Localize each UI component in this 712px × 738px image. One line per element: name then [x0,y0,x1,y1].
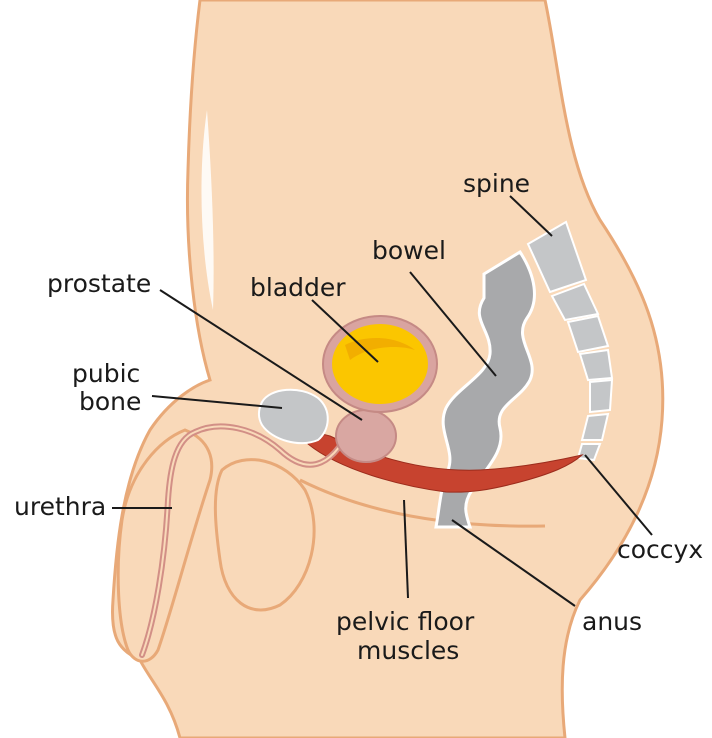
coccyx-leader [584,454,653,536]
label-bladder: bladder [250,273,346,302]
label-anus: anus [582,607,642,636]
skin-highlight [201,110,214,310]
label-bowel: bowel [372,236,446,265]
pelvic-floor-leader [403,499,409,599]
spine-leader [509,195,553,237]
label-pubic-bone-line2: bone [79,387,141,416]
label-coccyx: coccyx [617,535,703,564]
prostate-leader [159,289,363,421]
bladder [332,324,428,404]
bowel-leader [409,271,497,377]
urethra-inner [141,419,355,656]
testis [213,458,316,612]
pubic-bone-leader [151,395,283,409]
label-prostate: prostate [47,269,151,298]
label-pelvic-floor-line1: pelvic floor [336,607,475,636]
bowel [434,249,536,529]
perineum-contour [299,478,546,528]
pubic-bone [258,388,329,445]
prostate [335,409,397,463]
label-spine: spine [463,169,530,198]
label-pubic-bone-line1: pubic [72,359,140,388]
bladder-shading [345,338,415,360]
label-urethra: urethra [14,492,106,521]
anus-leader [451,519,576,607]
leader-lines [112,195,653,607]
bladder-leader [311,299,379,363]
spine-vertebrae [526,220,614,462]
label-pelvic-floor-line2: muscles [357,636,459,665]
